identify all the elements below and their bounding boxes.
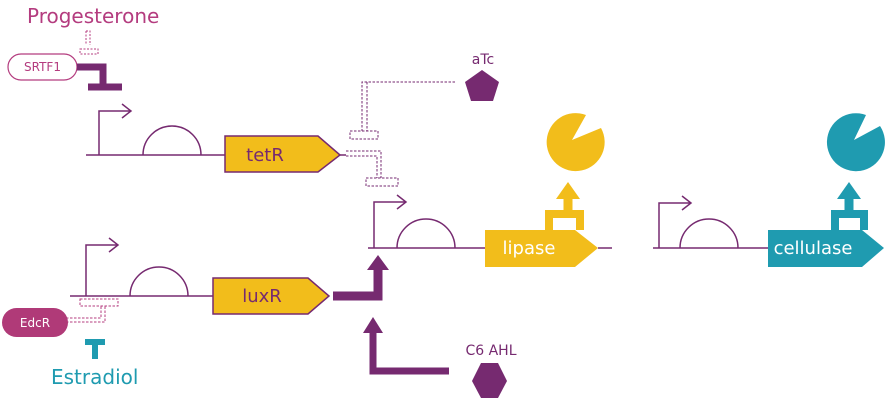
luxr-activation-arrow-icon: [333, 268, 383, 301]
cellulase-expression-arrow-icon: [831, 210, 868, 230]
cellulase-enzyme-pacman-icon: [826, 113, 885, 172]
luxr-activation-head-icon: [367, 255, 389, 270]
cellulase-rbs-icon: [679, 218, 739, 249]
lipase-gene: [485, 230, 598, 267]
ahl-hexagon-icon: [472, 363, 507, 398]
cellulase-arrow-head-icon: [837, 182, 861, 199]
edcr-label: EdcR: [20, 316, 50, 330]
lipase-promoter-icon: [373, 194, 408, 248]
c6-ahl-label: C6 AHL: [465, 343, 516, 359]
srtf1-label: SRTF1: [24, 60, 61, 74]
luxr-promoter-icon: [85, 237, 120, 296]
edcr-pill: [2, 308, 68, 337]
atc-label: aTc: [472, 52, 494, 68]
luxr-gene: [212, 277, 331, 315]
lipase-arrow-head-icon: [556, 182, 580, 199]
cellulase-gene: [768, 230, 884, 267]
srtf1-repression-icon: [77, 63, 122, 91]
tetr-promoter-icon: [98, 103, 133, 155]
lipase-expression-arrow-icon: [545, 210, 584, 230]
atc-pentagon-icon: [465, 70, 499, 101]
lipase-rbs-icon: [396, 218, 456, 249]
luxr-label: luxR: [242, 286, 282, 307]
tetr-dashed-repression-icon: [346, 150, 399, 187]
progesterone-label: Progesterone: [27, 4, 159, 28]
progesterone-dashed-t-icon: [79, 30, 99, 55]
lipase-label: lipase: [503, 238, 556, 259]
ahl-activation-head-icon: [363, 317, 383, 333]
tetr-label: tetR: [246, 145, 284, 166]
ahl-activation-arrow-icon: [369, 332, 449, 375]
cellulase-promoter-icon: [658, 195, 693, 248]
estradiol-t-icon: [85, 339, 105, 359]
luxr-rbs-icon: [129, 266, 189, 297]
cellulase-label: cellulase: [774, 238, 853, 259]
edcr-dashed-t-icon: [66, 298, 119, 323]
tetr-gene: [224, 135, 342, 173]
atc-dashed-t-icon: [349, 81, 455, 140]
tetr-rbs-icon: [142, 125, 202, 156]
lipase-enzyme-pacman-icon: [546, 113, 605, 172]
estradiol-label: Estradiol: [51, 365, 138, 389]
